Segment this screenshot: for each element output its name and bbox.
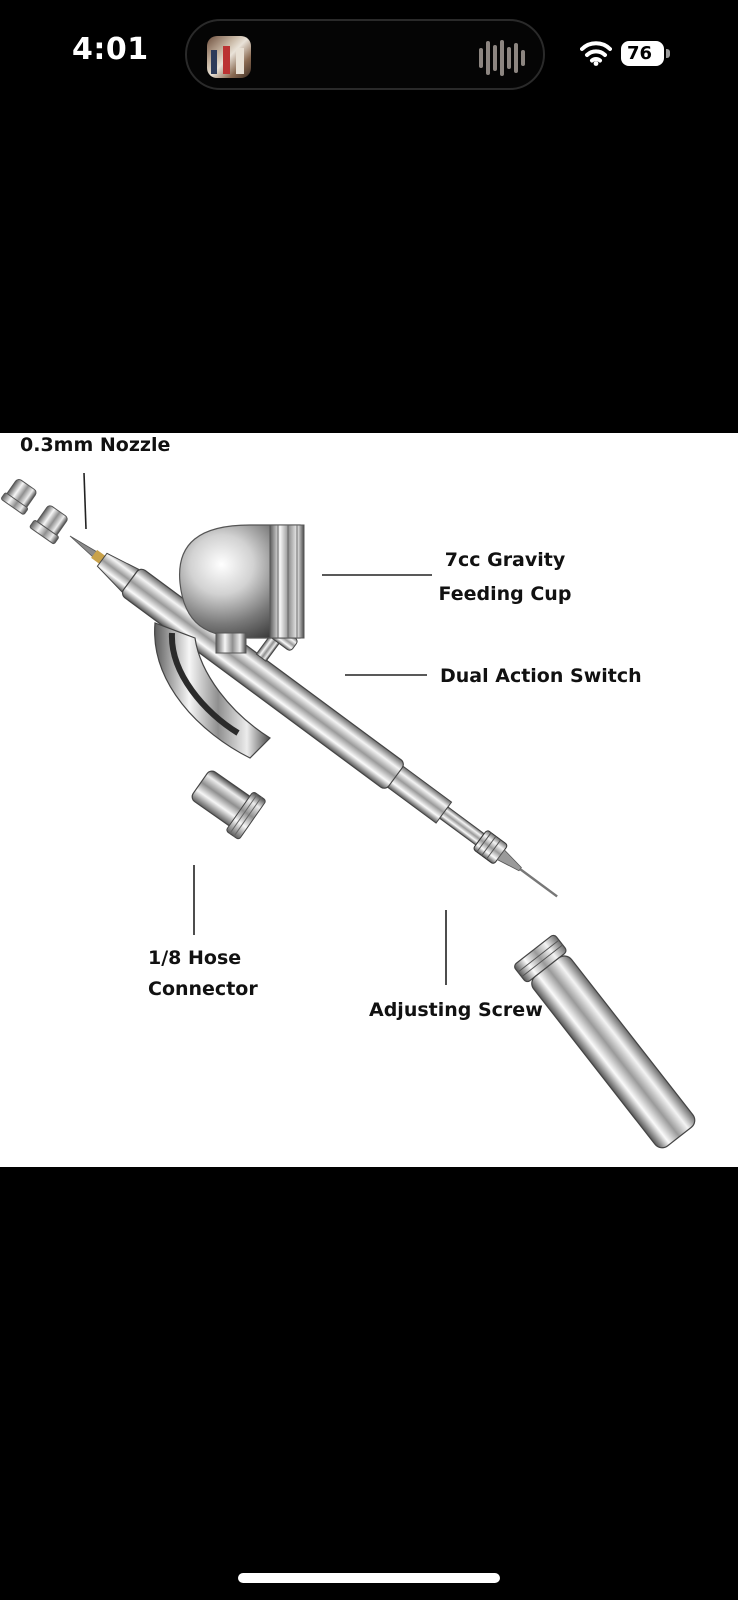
label-cup-line2: Feeding Cup (438, 583, 572, 605)
now-playing-waveform-icon (479, 39, 525, 77)
wifi-icon (580, 41, 612, 66)
status-time: 4:01 (72, 32, 149, 67)
battery-tip (666, 49, 670, 58)
battery-icon: 76 (621, 41, 664, 66)
dynamic-island[interactable] (185, 19, 545, 90)
status-bar: 4:01 76 (0, 0, 738, 110)
product-image[interactable]: 0.3mm Nozzle 7cc Gravity Feeding Cup Dua… (0, 433, 738, 1167)
label-hose-line2: Connector (148, 978, 258, 1000)
label-cup-line1: 7cc Gravity (444, 549, 566, 571)
label-adjusting-screw: Adjusting Screw (369, 999, 543, 1021)
label-nozzle: 0.3mm Nozzle (20, 434, 171, 456)
home-indicator[interactable] (238, 1573, 500, 1583)
now-playing-artwork[interactable] (207, 36, 251, 78)
label-dual-action-switch: Dual Action Switch (440, 665, 642, 687)
airbrush-illustration (1, 472, 696, 1149)
label-hose-line1: 1/8 Hose (148, 947, 242, 969)
